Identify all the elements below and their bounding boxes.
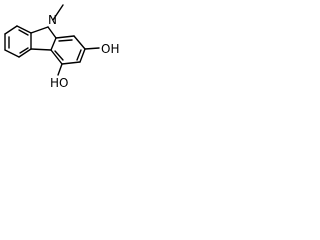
- bond: [79, 48, 86, 63]
- bond: [84, 47, 100, 50]
- bond: [18, 48, 32, 58]
- bond: [50, 37, 57, 51]
- bond: [4, 25, 18, 35]
- hydroxyl-top-label: OH: [101, 42, 119, 56]
- bond: [4, 49, 20, 58]
- bond: [58, 39, 73, 42]
- bond: [47, 26, 57, 39]
- bond: [30, 48, 52, 51]
- bond: [19, 47, 29, 54]
- bond: [52, 4, 64, 21]
- bonds: [4, 4, 100, 76]
- atom-labels: N OH HO: [48, 13, 119, 90]
- bond: [61, 61, 81, 65]
- bond: [73, 35, 86, 50]
- bond: [57, 63, 63, 76]
- hydroxyl-bottom-label: HO: [50, 76, 68, 90]
- bond: [30, 26, 49, 34]
- bond: [54, 50, 64, 61]
- bond: [55, 35, 75, 39]
- chemical-structure: N OH HO: [4, 4, 119, 90]
- bond: [18, 29, 29, 36]
- bond: [16, 25, 32, 34]
- nitrogen-label: N: [48, 13, 57, 27]
- bond: [50, 49, 63, 65]
- bond: [76, 49, 82, 61]
